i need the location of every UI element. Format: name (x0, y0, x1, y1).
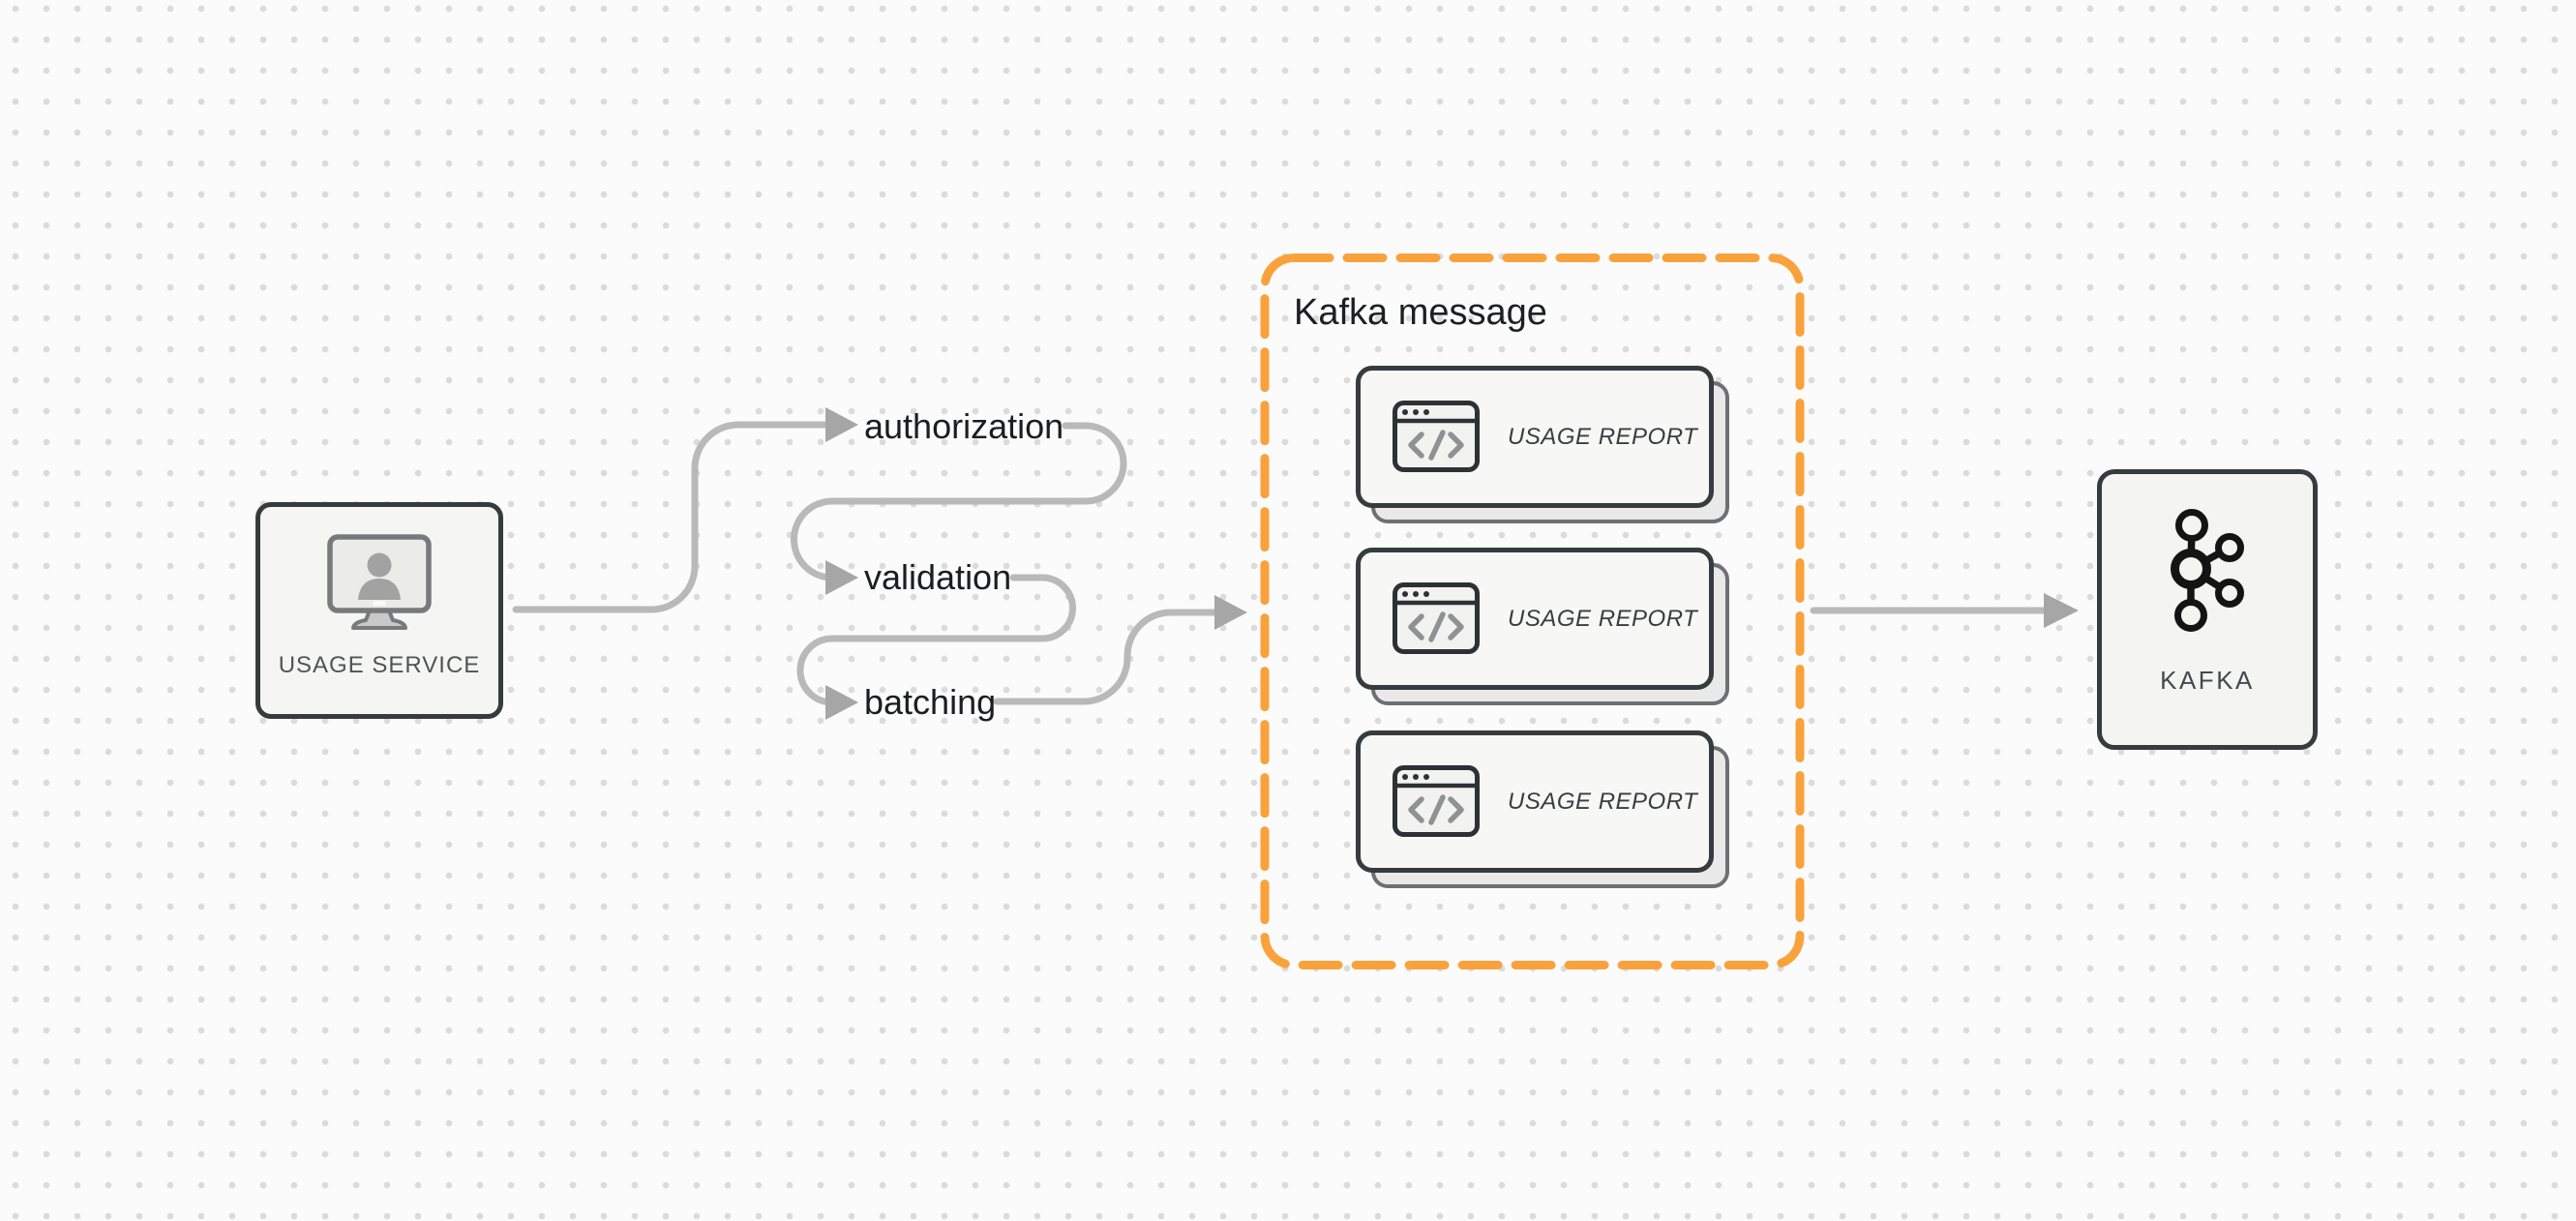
connector-line (512, 421, 829, 613)
node-kafka: KAFKA (2097, 469, 2318, 750)
arrowhead-icon (1214, 595, 1247, 630)
card-face: USAGE REPORT (1356, 366, 1714, 508)
code-window-icon (1393, 582, 1480, 654)
connector-line (993, 609, 1218, 705)
card-face: USAGE REPORT (1356, 548, 1714, 690)
node-usage-service: USAGE SERVICE (255, 502, 503, 719)
usage-report-card: USAGE REPORT (1356, 730, 1729, 888)
kafka-logo-icon (2171, 509, 2244, 632)
card-face: USAGE REPORT (1356, 730, 1714, 873)
code-window-icon (1393, 401, 1480, 472)
connector-line (796, 574, 1076, 706)
arrowhead-icon (825, 560, 858, 595)
usage-report-label: USAGE REPORT (1508, 423, 1698, 450)
code-window-icon (1393, 765, 1480, 837)
arrowhead-icon (825, 407, 858, 442)
arrowhead-icon (825, 685, 858, 720)
step-label-validation: validation (864, 557, 1012, 597)
arrowhead-icon (2044, 593, 2079, 628)
kafka-label: KAFKA (2160, 666, 2255, 695)
connector-line (791, 422, 1127, 581)
usage-report-label: USAGE REPORT (1508, 605, 1698, 632)
usage-service-label: USAGE SERVICE (278, 652, 481, 678)
kafka-message-group-border (1260, 253, 1805, 969)
usage-report-card: USAGE REPORT (1356, 548, 1729, 705)
monitor-user-icon (327, 534, 432, 630)
kafka-message-group-title: Kafka message (1294, 292, 1547, 333)
usage-report-label: USAGE REPORT (1508, 788, 1698, 815)
connector-validation-to-batching (796, 574, 1076, 720)
usage-report-card: USAGE REPORT (1356, 366, 1729, 523)
step-label-authorization: authorization (864, 406, 1064, 446)
connector-kafka-message-to-kafka (1810, 593, 2079, 628)
connector-batching-to-kafka-message (993, 595, 1247, 705)
step-label-batching: batching (864, 682, 997, 722)
connector-usage-to-authorization (512, 407, 858, 613)
connector-authorization-to-validation (791, 422, 1127, 595)
